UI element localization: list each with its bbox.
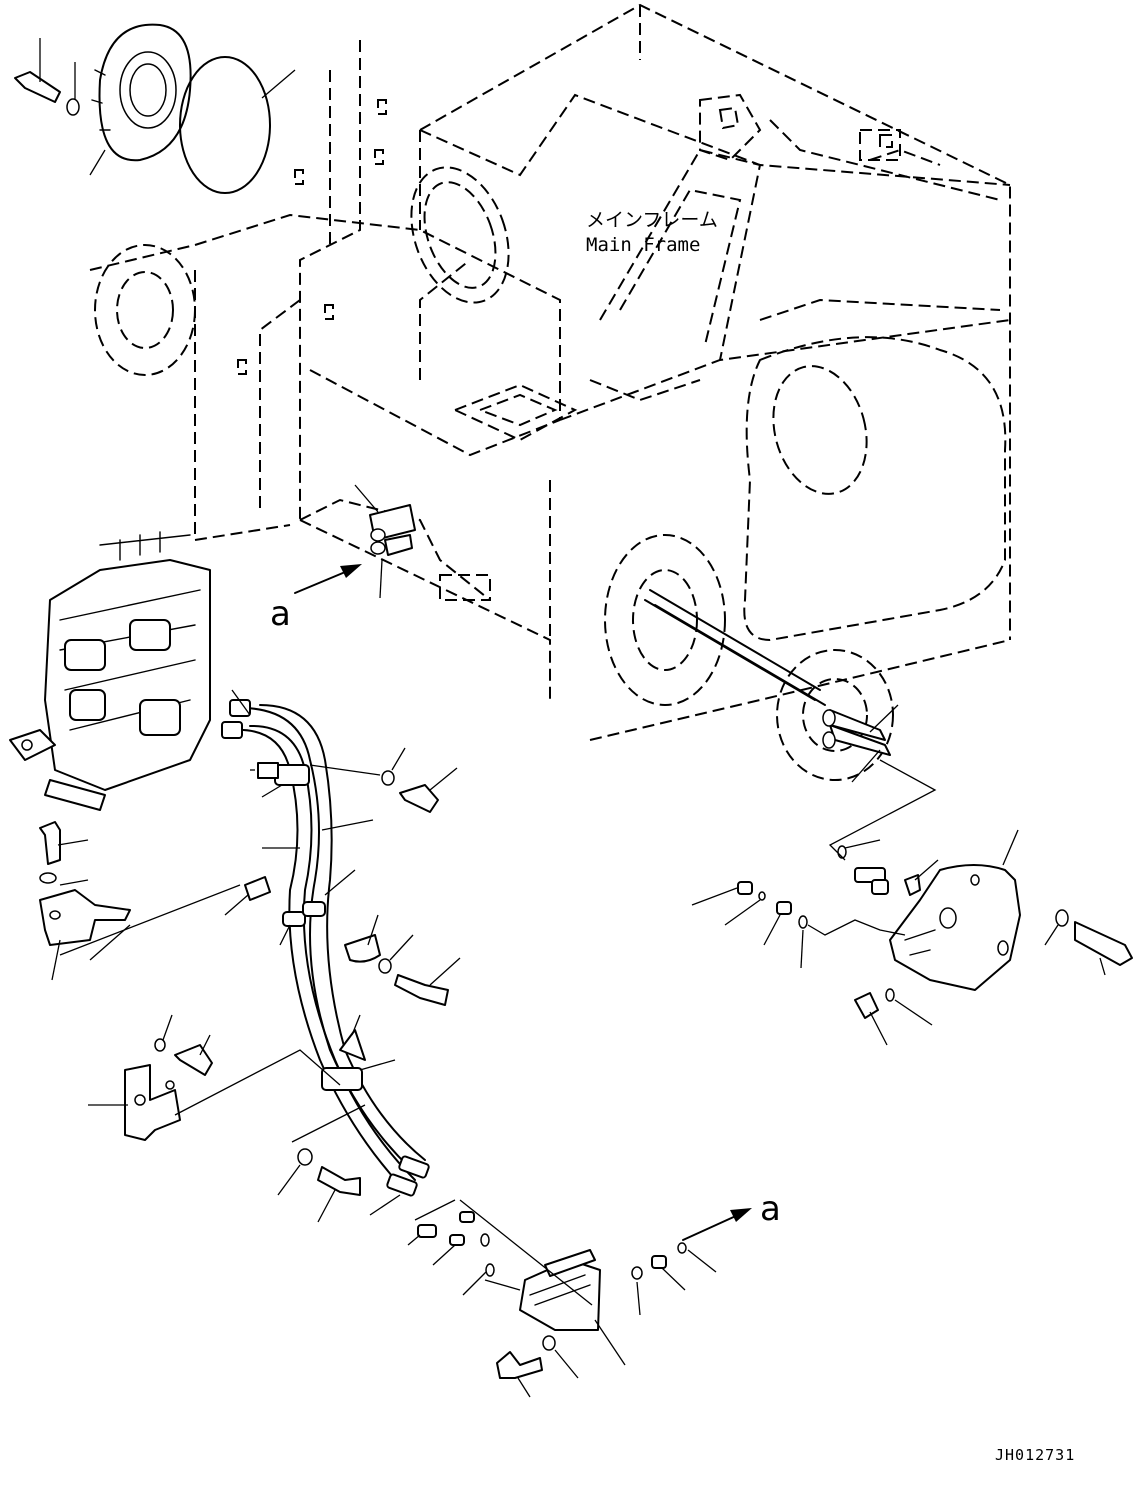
drawing-code: JH012731 <box>995 1446 1075 1464</box>
right-tube <box>644 589 891 756</box>
bolt-left-2 <box>154 1038 213 1076</box>
bolt-right-2 <box>378 958 449 1006</box>
small-clip-mid <box>344 934 381 963</box>
right-cover <box>889 864 1021 991</box>
small-clip-upper <box>244 876 271 901</box>
view-arrow-lower <box>682 1208 752 1241</box>
hose-clamps <box>257 762 366 1091</box>
cover-plate <box>91 23 192 162</box>
hoses <box>221 699 430 1197</box>
bolt-left-1 <box>39 821 61 884</box>
right-bolt-long <box>1055 909 1133 966</box>
fitting-block <box>519 1249 601 1331</box>
control-valve <box>9 531 211 811</box>
bolt-bottom <box>496 1335 556 1379</box>
o-ring <box>179 56 271 194</box>
view-arrow-label-upper: a <box>270 594 291 634</box>
main-frame <box>89 3 1011 781</box>
cover-bolt <box>14 71 80 116</box>
main-frame-label-jp: メインフレーム <box>586 209 718 231</box>
main-frame-label-en: Main Frame <box>586 234 700 256</box>
frame-fittings <box>369 504 416 556</box>
view-arrow-label-lower: a <box>760 1189 781 1229</box>
bolt-lower-1 <box>297 1148 361 1196</box>
right-bolt-short <box>854 988 895 1019</box>
bolt-right-1 <box>381 770 439 813</box>
bracket-left-lower <box>124 1064 181 1141</box>
right-small-fittings <box>737 845 921 929</box>
leader-lines <box>51 484 1106 1398</box>
bracket-left-upper <box>39 889 131 946</box>
view-arrow-upper <box>294 564 362 594</box>
small-fittings <box>417 1211 687 1280</box>
